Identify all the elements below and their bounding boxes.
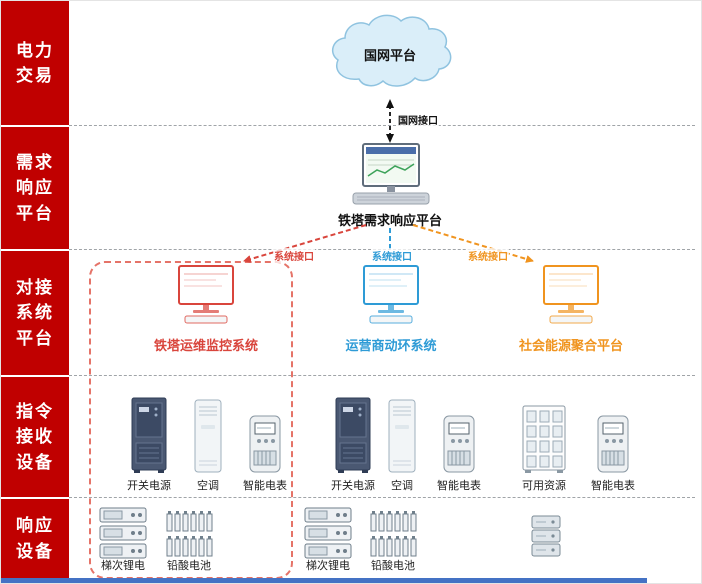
arrowhead-down — [386, 134, 394, 143]
social-energy-platform-label: 社会能源聚合平台 — [518, 338, 624, 353]
row-separator — [69, 125, 695, 126]
smart-meter-icon — [597, 415, 629, 473]
sidebar-label: 电力 交易 — [16, 40, 54, 86]
device-label: 可用资源 — [522, 480, 566, 492]
tower-monitoring-system-label: 铁塔运维监控系统 — [153, 338, 259, 353]
device-label: 开关电源 — [127, 480, 171, 492]
device-lead-acid-battery-2: 铅酸电池 — [361, 501, 425, 577]
device-lithium-battery-1: 梯次锂电 — [91, 501, 155, 577]
lead-acid-battery-icon — [370, 511, 417, 557]
device-label: 智能电表 — [591, 480, 635, 492]
grid-interface-label: 国网接口 — [397, 112, 439, 127]
device-label: 铅酸电池 — [371, 560, 415, 572]
lead-acid-battery-icon — [166, 511, 213, 557]
device-smart-meter-3: 智能电表 — [581, 395, 645, 497]
power-cabinet-icon — [335, 397, 371, 473]
sidebar-section-power-trading: 电力 交易 — [1, 1, 69, 125]
air-conditioner-icon — [388, 399, 416, 473]
sidebar-section-interfacing-system-platform: 对接 系统 平台 — [1, 251, 69, 375]
row-separator — [69, 497, 695, 498]
smart-meter-icon — [443, 415, 475, 473]
cloud-icon — [331, 14, 452, 87]
device-label: 空调 — [391, 480, 413, 492]
sidebar-label: 需求 响应 平台 — [16, 152, 54, 223]
sidebar-section-response-devices: 响应 设备 — [1, 499, 69, 578]
device-air-conditioner-2: 空调 — [370, 395, 434, 497]
device-smart-meter-2: 智能电表 — [427, 395, 491, 497]
system-interface-label-1: 系统接口 — [273, 248, 315, 263]
tower-monitoring-system-monitor — [176, 265, 236, 325]
sidebar-section-demand-response-platform: 需求 响应 平台 — [1, 127, 69, 249]
device-label: 开关电源 — [331, 480, 375, 492]
server-stack-icon — [531, 515, 561, 557]
computer-monitor-icon — [543, 265, 599, 324]
device-available-resources: 可用资源 — [512, 395, 576, 497]
device-label: 梯次锂电 — [101, 560, 145, 572]
operator-environment-system-label: 运营商动环系统 — [345, 338, 437, 353]
demand-response-platform-label: 铁塔需求响应平台 — [337, 213, 443, 228]
smart-meter-icon — [249, 415, 281, 473]
sidebar-section-command-receiving-devices: 指令 接收 设备 — [1, 377, 69, 497]
sidebar-label: 指令 接收 设备 — [16, 401, 54, 472]
air-conditioner-icon — [194, 399, 222, 473]
device-label: 空调 — [197, 480, 219, 492]
system-interface-label-2: 系统接口 — [371, 248, 413, 263]
device-lead-acid-battery-1: 铅酸电池 — [157, 501, 221, 577]
power-cabinet-icon — [131, 397, 167, 473]
social-energy-platform-monitor — [541, 265, 601, 325]
operator-environment-system-monitor — [361, 265, 421, 325]
device-switch-power-1: 开关电源 — [117, 395, 181, 497]
device-label: 梯次锂电 — [306, 560, 350, 572]
device-resource-unit — [514, 501, 578, 577]
bottom-axis-bar — [1, 578, 647, 583]
device-smart-meter-1: 智能电表 — [233, 395, 297, 497]
device-label: 智能电表 — [437, 480, 481, 492]
computer-monitor-icon — [363, 265, 419, 324]
sidebar-label: 响应 设备 — [16, 516, 54, 561]
battery-rack-icon — [304, 507, 352, 559]
computer-monitor-icon — [178, 265, 234, 324]
device-switch-power-2: 开关电源 — [321, 395, 385, 497]
row-separator — [69, 375, 695, 376]
state-grid-platform-label: 国网平台 — [363, 48, 417, 63]
demand-response-platform-monitor-icon — [352, 143, 430, 205]
device-label: 智能电表 — [243, 480, 287, 492]
device-label: 铅酸电池 — [167, 560, 211, 572]
device-lithium-battery-2: 梯次锂电 — [296, 501, 360, 577]
resource-cabinet-icon — [522, 405, 566, 473]
sidebar-label: 对接 系统 平台 — [16, 277, 54, 348]
device-air-conditioner-1: 空调 — [176, 395, 240, 497]
arrowhead-up — [386, 99, 394, 108]
system-interface-label-3: 系统接口 — [467, 248, 509, 263]
battery-rack-icon — [99, 507, 147, 559]
